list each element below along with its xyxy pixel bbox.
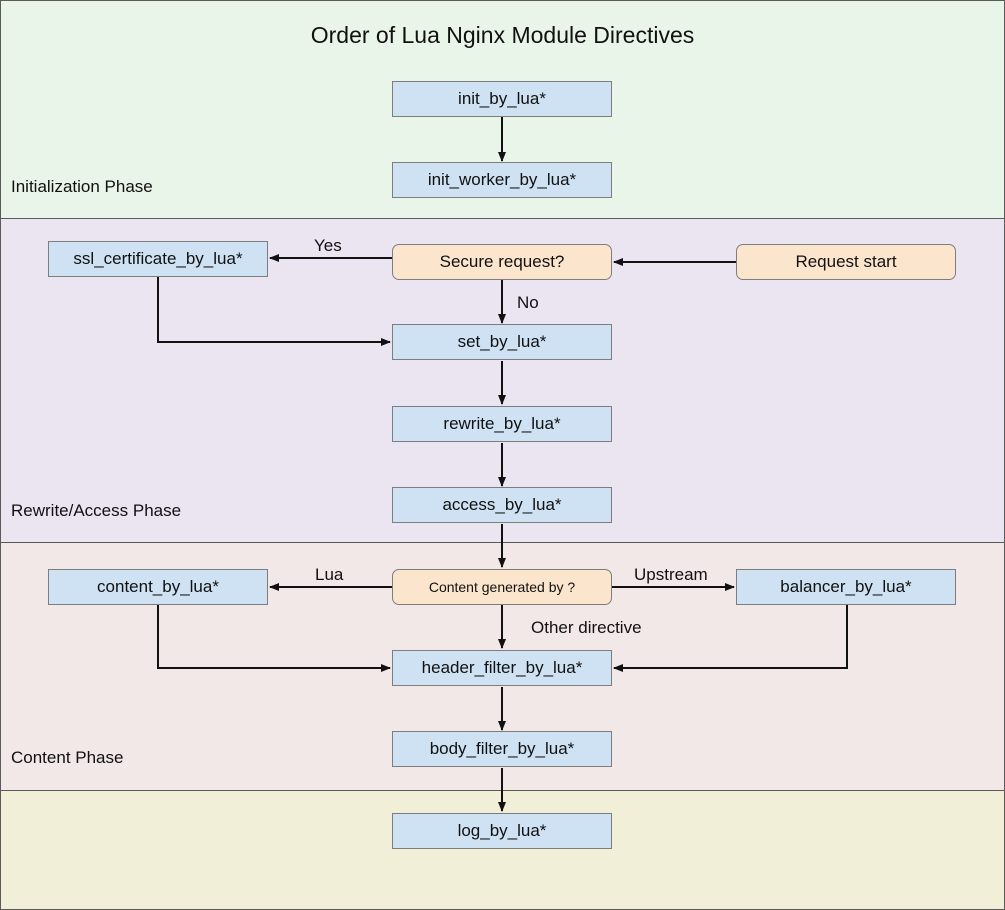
edge-label-upstream: Upstream — [634, 565, 708, 584]
arrow-content-to-header-filter — [157, 605, 391, 672]
init-by-lua-node: init_by_lua* — [392, 81, 612, 117]
ssl-certificate-by-lua-node: ssl_certificate_by_lua* — [48, 241, 268, 277]
request-start-node: Request start — [736, 244, 956, 280]
secure-request-decision: Secure request? — [392, 244, 612, 280]
edge-label-lua: Lua — [315, 565, 344, 584]
content-phase-label: Content Phase — [11, 748, 124, 767]
edge-label-yes: Yes — [314, 236, 342, 255]
log-by-lua-node: log_by_lua* — [392, 813, 612, 849]
header-filter-by-lua-node: header_filter_by_lua* — [392, 650, 612, 686]
edge-label-other-directive: Other directive — [531, 618, 642, 637]
content-generated-by-decision: Content generated by ? — [392, 569, 612, 605]
body-filter-by-lua-node: body_filter_by_lua* — [392, 731, 612, 767]
arrow-balancer-to-header-filter — [613, 605, 848, 672]
access-by-lua-node: access_by_lua* — [392, 487, 612, 523]
rewrite-by-lua-node: rewrite_by_lua* — [392, 406, 612, 442]
arrow-ssl-to-set — [157, 277, 391, 346]
rewrite-access-phase-label: Rewrite/Access Phase — [11, 501, 182, 520]
balancer-by-lua-node: balancer_by_lua* — [736, 569, 956, 605]
diagram-title: Order of Lua Nginx Module Directives — [310, 22, 695, 48]
initialization-phase-label: Initialization Phase — [11, 177, 153, 196]
set-by-lua-node: set_by_lua* — [392, 324, 612, 360]
init-worker-by-lua-node: init_worker_by_lua* — [392, 162, 612, 198]
edge-label-no: No — [517, 293, 539, 312]
content-by-lua-node: content_by_lua* — [48, 569, 268, 605]
